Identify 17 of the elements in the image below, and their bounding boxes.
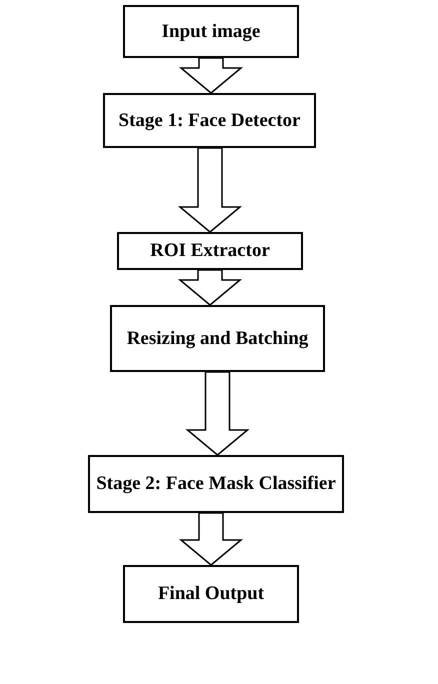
box-label: Stage 2: Face Mask Classifier (96, 473, 336, 495)
process-box (103, 93, 316, 148)
hollow-arrow (178, 147, 242, 233)
process-box (123, 565, 299, 623)
process-box (88, 455, 344, 513)
process-box (123, 5, 299, 58)
hollow-arrow (178, 269, 242, 306)
hollow-arrow (178, 57, 244, 94)
process-box (110, 305, 325, 372)
process-box (117, 232, 303, 270)
box-label: Stage 1: Face Detector (118, 110, 300, 132)
box-label: ROI Extractor (150, 240, 270, 262)
box-label: Resizing and Batching (126, 328, 308, 350)
hollow-arrow (185, 371, 250, 456)
hollow-arrow (178, 512, 244, 566)
box-label: Final Output (158, 583, 264, 605)
box-label: Input image (162, 20, 260, 42)
